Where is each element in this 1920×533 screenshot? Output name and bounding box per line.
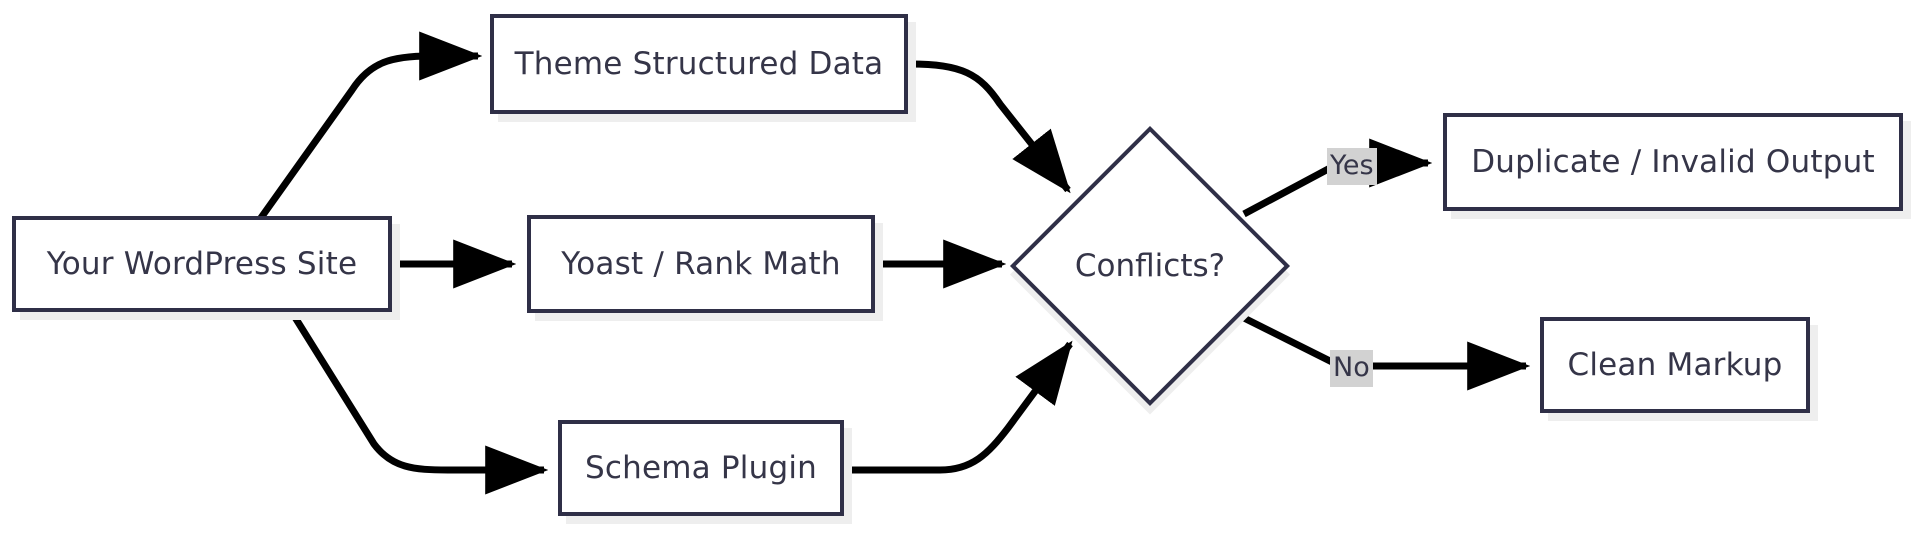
node-label-your-wordpress-site: Your WordPress Site: [46, 245, 358, 282]
node-duplicate-invalid-output[interactable]: Duplicate / Invalid Output: [1443, 113, 1903, 211]
node-label-clean-markup: Clean Markup: [1567, 346, 1783, 383]
node-label-duplicate-invalid-output: Duplicate / Invalid Output: [1471, 143, 1875, 180]
edge-decision-to-duplicate: [1242, 163, 1334, 218]
node-yoast-rank-math[interactable]: Yoast / Rank Math: [527, 215, 875, 313]
node-conflicts-decision[interactable]: Conflicts?: [1009, 125, 1291, 407]
node-schema-plugin[interactable]: Schema Plugin: [558, 420, 844, 516]
edge-label-yes: Yes: [1327, 148, 1377, 185]
node-label-theme-structured-data: Theme Structured Data: [514, 45, 884, 82]
node-theme-structured-data[interactable]: Theme Structured Data: [490, 14, 908, 114]
node-your-wordpress-site[interactable]: Your WordPress Site: [12, 216, 392, 312]
edge-theme-to-decision: [909, 60, 1071, 194]
edge-source-to-theme: [255, 31, 483, 225]
node-label-conflicts-decision: Conflicts?: [1074, 248, 1226, 284]
edge-source-to-schema-plugin: [255, 256, 549, 495]
node-label-yoast-rank-math: Yoast / Rank Math: [561, 245, 841, 282]
edge-schema-plugin-to-decision: [846, 340, 1073, 474]
node-label-schema-plugin: Schema Plugin: [585, 449, 817, 486]
edge-decision-to-clean: [1242, 314, 1334, 366]
edge-label-no: No: [1330, 350, 1373, 387]
node-clean-markup[interactable]: Clean Markup: [1540, 317, 1810, 413]
